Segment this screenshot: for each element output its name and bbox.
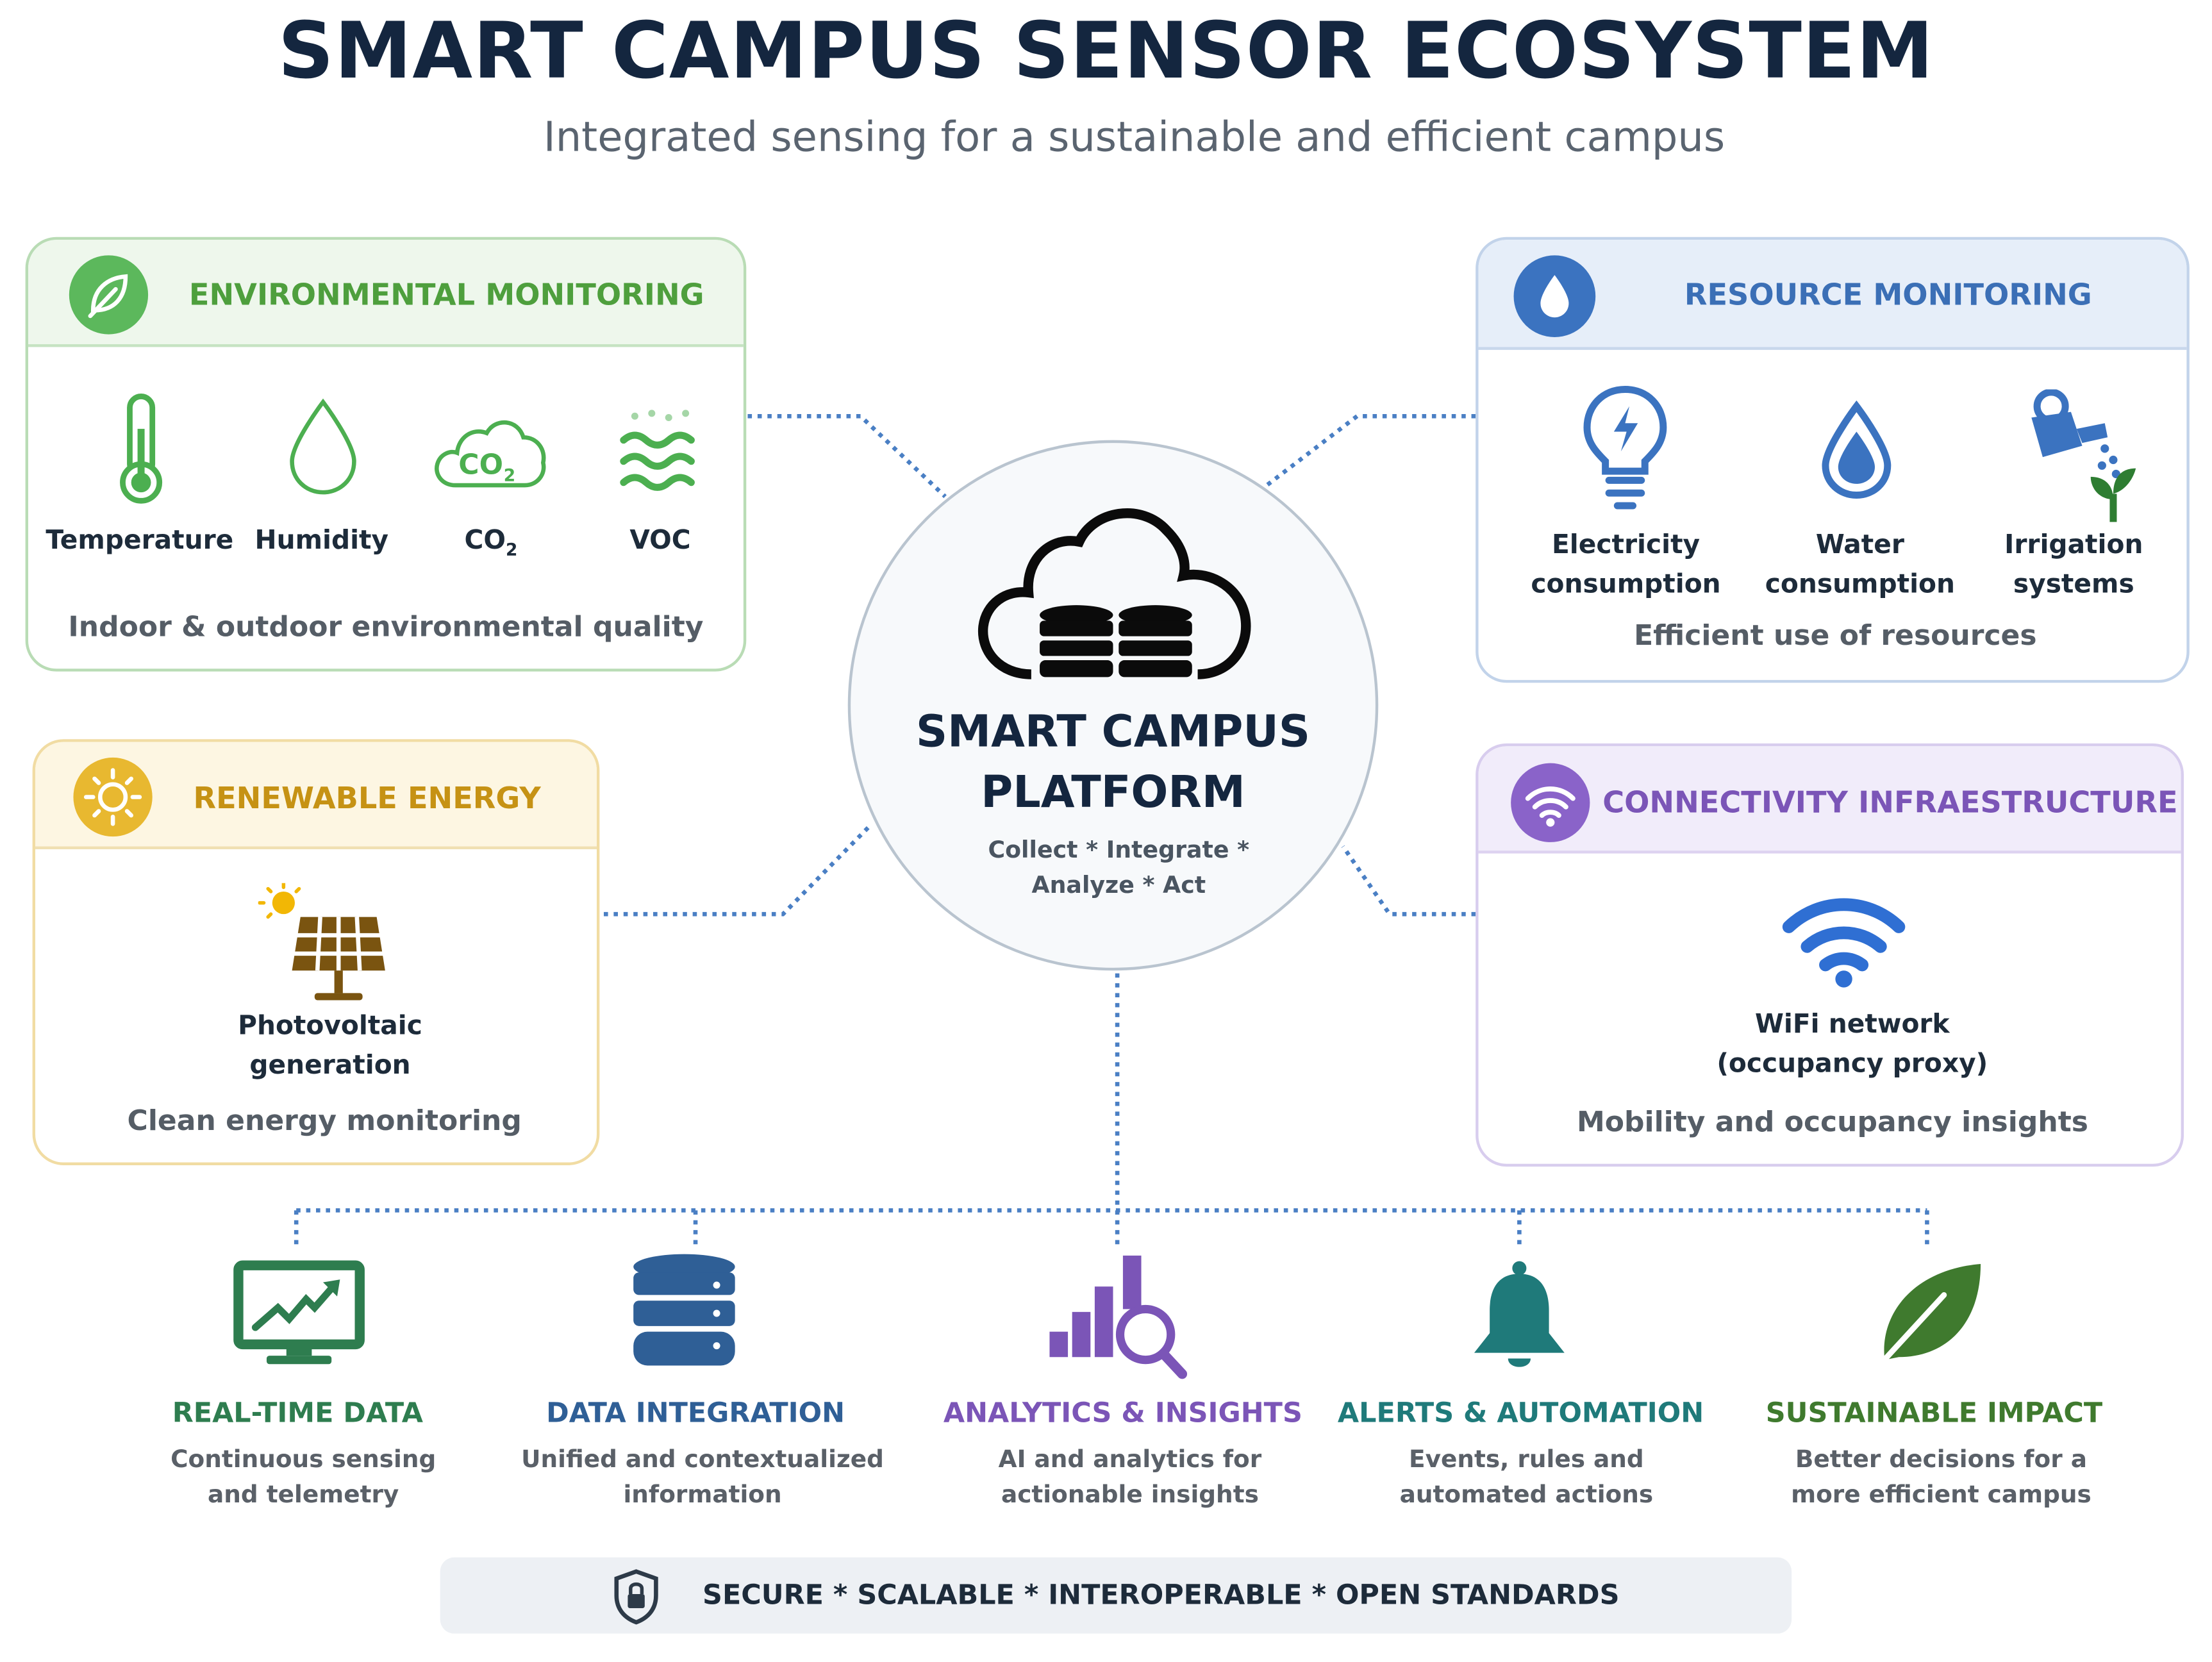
sun-icon [73, 757, 153, 837]
connector-renewable [603, 822, 874, 917]
humidity-drop-icon [285, 398, 362, 497]
connectivity-footer: Mobility and occupancy insights [1576, 1104, 2088, 1139]
renewable-title: RENEWABLE ENERGY [193, 781, 541, 816]
feature-alerts-title: ALERTS & AUTOMATION [1337, 1396, 1704, 1429]
wifi-badge-icon [1511, 763, 1590, 842]
temperature-label: Temperature [46, 526, 234, 556]
standards-banner-text: SECURE * SCALABLE * INTEROPERABLE * OPEN… [703, 1578, 1620, 1611]
svg-text:2: 2 [504, 466, 515, 486]
resource-title: RESOURCE MONITORING [1684, 278, 2092, 312]
connector-connectivity [1341, 845, 1476, 917]
feature-analytics-title: ANALYTICS & INSIGHTS [943, 1396, 1302, 1429]
env-card: ENVIRONMENTAL MONITORING Temperature Hum… [25, 237, 747, 672]
wifi-signal-icon [1781, 893, 1908, 989]
renewable-card-header: RENEWABLE ENERGY [35, 742, 597, 849]
shield-lock-icon [610, 1567, 663, 1626]
connectivity-card-header: CONNECTIVITY INFRAESTRUCTURE [1478, 746, 2181, 854]
feature-impact-title: SUSTAINABLE IMPACT [1765, 1396, 2103, 1429]
alert-bell-icon [1466, 1259, 1573, 1372]
env-footer: Indoor & outdoor environmental quality [68, 609, 704, 644]
watering-can-icon [2020, 389, 2150, 524]
connector-env [747, 413, 947, 499]
water-drop-icon [1513, 255, 1596, 338]
renewable-footer: Clean energy monitoring [127, 1103, 522, 1137]
page-title: SMART CAMPUS SENSOR ECOSYSTEM [278, 5, 1934, 96]
resource-footer: Efficient use of resources [1634, 617, 2037, 652]
analytics-bars-magnifier-icon [1047, 1255, 1188, 1383]
co2-label: CO2 [464, 526, 518, 560]
database-icon [629, 1252, 740, 1371]
connector-resource [1265, 413, 1476, 487]
feature-realtime-title: REAL-TIME DATA [172, 1396, 424, 1429]
standards-banner: SECURE * SCALABLE * INTEROPERABLE * OPEN… [440, 1557, 1792, 1634]
feature-integration-title: DATA INTEGRATION [546, 1396, 845, 1429]
leaf-icon [69, 255, 149, 335]
monitor-chart-icon [233, 1259, 365, 1367]
env-title: ENVIRONMENTAL MONITORING [188, 278, 704, 312]
page-subtitle: Integrated sensing for a sustainable and… [543, 113, 1726, 161]
thermometer-icon [113, 392, 169, 505]
connector-drops [294, 1210, 1929, 1247]
solar-panel-icon [258, 883, 394, 1010]
water-consumption-drop-icon [1817, 401, 1896, 499]
resource-card-header: RESOURCE MONITORING [1478, 240, 2187, 350]
voc-label: VOC [629, 526, 691, 556]
voc-waves-icon [618, 409, 700, 499]
platform-tagline: Collect * Integrate *Analyze * Act [988, 836, 1250, 899]
humidity-label: Humidity [254, 526, 389, 556]
connectivity-card: CONNECTIVITY INFRAESTRUCTURE WiFi networ… [1476, 743, 2184, 1167]
cloud-database-icon [975, 499, 1257, 691]
lightbulb-icon [1580, 384, 1670, 513]
svg-text:CO: CO [458, 449, 503, 481]
env-card-header: ENVIRONMENTAL MONITORING [28, 240, 744, 347]
sustainability-leaf-icon [1870, 1258, 1986, 1368]
wifi-network-label: WiFi network(occupancy proxy) [1717, 1010, 1988, 1079]
connectivity-title: CONNECTIVITY INFRAESTRUCTURE [1602, 785, 2178, 820]
